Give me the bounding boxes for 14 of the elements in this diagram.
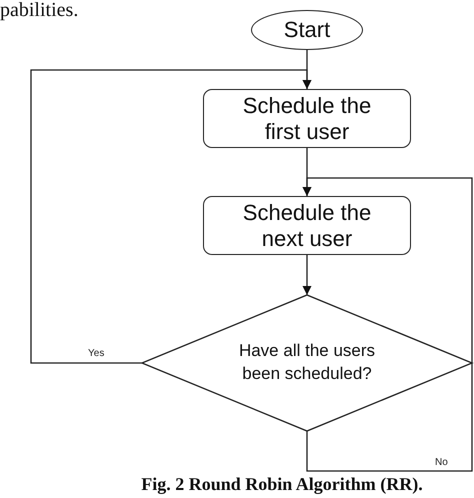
figure-caption: Fig. 2 Round Robin Algorithm (RR). <box>140 474 424 495</box>
start-ellipse <box>251 10 363 50</box>
node-text: Schedule the first user <box>242 93 372 144</box>
node-text: Start <box>284 17 330 43</box>
edge-label: Yes <box>87 349 106 359</box>
arrow <box>302 177 473 472</box>
process-box <box>203 196 411 255</box>
edge-label: No <box>434 458 449 468</box>
process-box <box>203 89 411 148</box>
arrow <box>30 69 312 364</box>
node-text: Schedule the next user <box>242 200 372 251</box>
note-text: pabilities. <box>0 0 78 20</box>
arrow <box>302 255 312 295</box>
node-text: Have all the users been scheduled? <box>238 340 376 385</box>
